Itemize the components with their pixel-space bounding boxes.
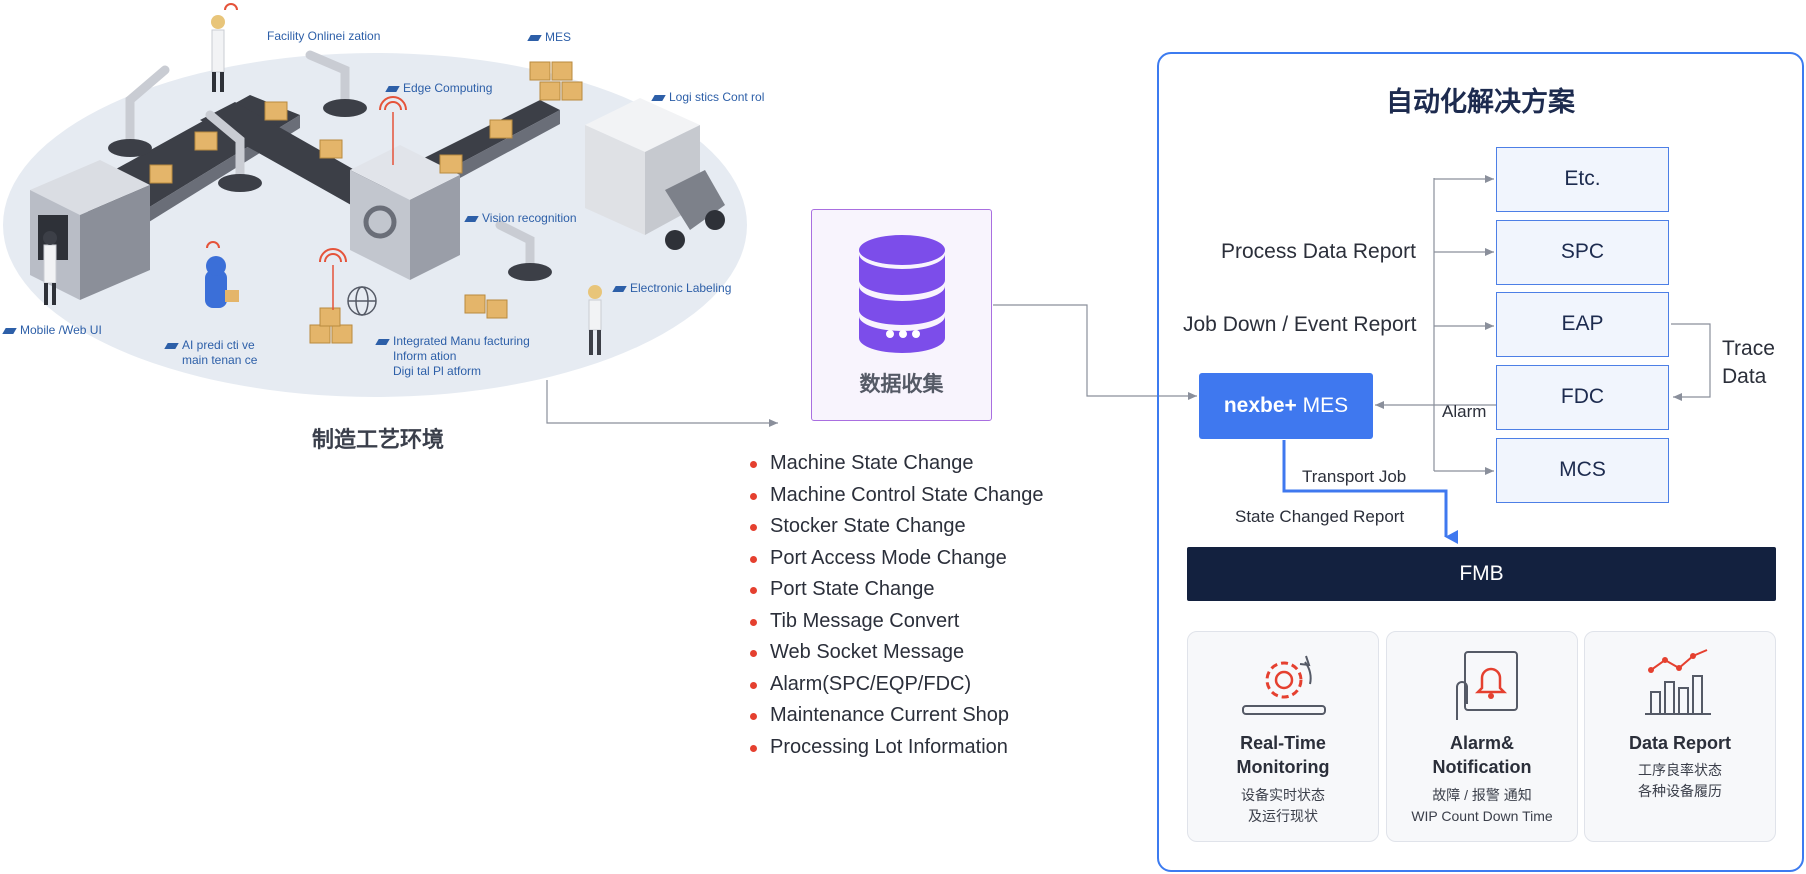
state-changed-report-label: State Changed Report: [1235, 507, 1405, 526]
factory-illustration: [3, 3, 747, 397]
label-logistics-control: Logi stics Cont rol: [651, 90, 764, 105]
solution-title: 自动化解决方案: [1386, 87, 1575, 117]
process-data-report-label: Process Data Report: [1221, 240, 1416, 263]
system-box-spc: SPC: [1496, 220, 1669, 285]
list-item: Port Access Mode Change: [750, 543, 1044, 575]
list-item: Maintenance Current Shop: [750, 700, 1044, 732]
card-title: Alarm&Notification: [1432, 733, 1532, 777]
label-integrated-platform: Integrated Manu facturing Inform ation D…: [375, 334, 597, 379]
monitoring-gear-icon: [1242, 655, 1326, 715]
label-electronic-labeling: Electronic Labeling: [612, 281, 731, 296]
list-item: Machine Control State Change: [750, 480, 1044, 512]
list-item: Processing Lot Information: [750, 732, 1044, 764]
system-box-eap: EAP: [1496, 292, 1669, 357]
collect-item-list: Machine State Change Machine Control Sta…: [750, 448, 1044, 763]
data-collect-label: 数据收集: [859, 373, 944, 396]
list-item: Stocker State Change: [750, 511, 1044, 543]
list-item: Alarm(SPC/EQP/FDC): [750, 669, 1044, 701]
trace-data-label: Trace Data: [1722, 337, 1775, 388]
card-data-report: Data Report 工序良率状态各种设备履历: [1584, 631, 1776, 842]
database-icon: [859, 235, 945, 353]
bell-icon: [1456, 651, 1518, 720]
alarm-label: Alarm: [1442, 402, 1487, 421]
card-title: Data Report: [1628, 733, 1731, 753]
system-box-mcs: MCS: [1496, 438, 1669, 503]
bar-chart-icon: [1645, 649, 1711, 715]
label-edge-computing: Edge Computing: [385, 81, 492, 96]
data-collect-box: 数据收集: [811, 209, 992, 421]
transport-job-label: Transport Job: [1302, 467, 1407, 486]
system-box-fdc: FDC: [1496, 365, 1669, 430]
card-subtitle: 工序良率状态各种设备履历: [1638, 762, 1722, 799]
solution-panel: [1157, 52, 1804, 872]
system-box-etc: Etc.: [1496, 147, 1669, 212]
list-item: Machine State Change: [750, 448, 1044, 480]
label-facility-onlinization: Facility Onlinei zation: [267, 29, 381, 43]
label-mobile-web-ui: Mobile /Web UI: [2, 323, 102, 338]
fmb-bar: FMB: [1187, 547, 1776, 601]
factory-caption: 制造工艺环境: [312, 427, 445, 452]
list-item: Web Socket Message: [750, 637, 1044, 669]
list-item: Port State Change: [750, 574, 1044, 606]
list-item: Tib Message Convert: [750, 606, 1044, 638]
label-mes: MES: [527, 30, 571, 45]
job-event-report-label: Job Down / Event Report: [1183, 313, 1417, 336]
label-vision-recognition: Vision recognition: [464, 211, 577, 226]
card-subtitle: 设备实时状态及运行现状: [1241, 787, 1325, 824]
label-ai-predictive-maintenance: AI predi cti ve main tenan ce: [164, 338, 336, 368]
nexbe-mes-box: nexbe+ MES: [1199, 373, 1373, 439]
